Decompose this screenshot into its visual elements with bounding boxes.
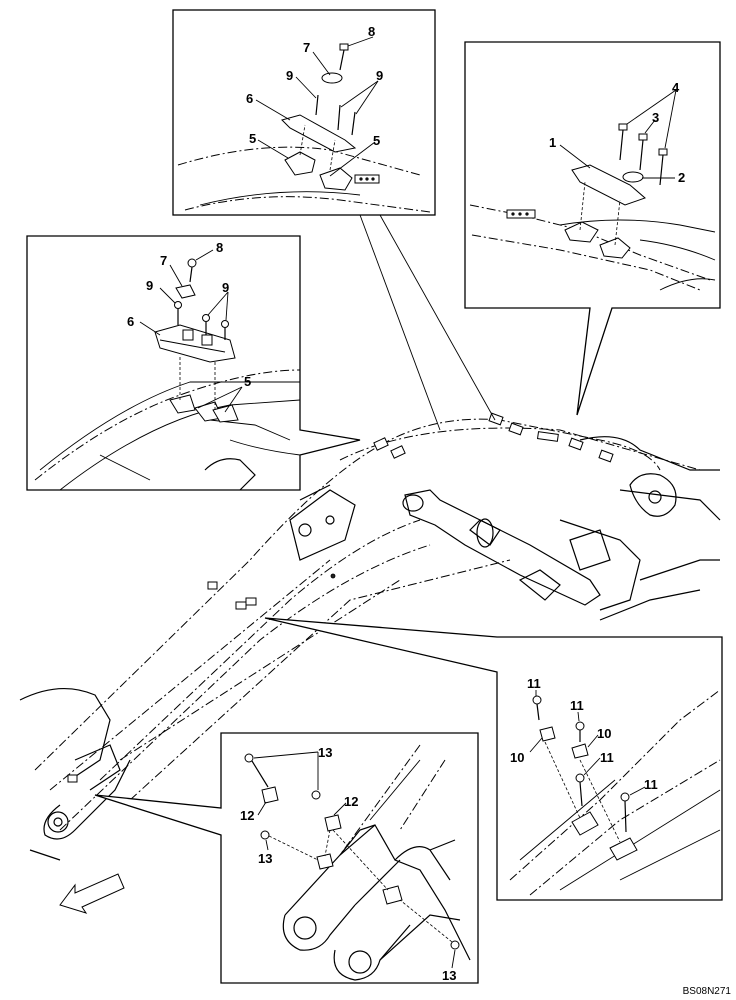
callout-9: 9 [376,68,383,83]
detail-left-middle: 8 7 9 9 6 5 [26,235,361,491]
drawing-reference: BS08N271 [683,986,732,997]
callout-8: 8 [368,24,375,39]
callout-5: 5 [244,374,251,389]
callout-2: 2 [678,170,685,185]
callout-9: 9 [286,68,293,83]
callout-11: 11 [527,676,541,691]
callout-9: 9 [146,278,153,293]
callout-3: 3 [652,110,659,125]
detail-right-lower: 11 11 10 10 11 11 [264,617,723,901]
detail-top-right: 4 3 1 2 [464,41,721,416]
callout-12: 12 [344,794,358,809]
direction-arrow [59,873,125,914]
callout-10: 10 [510,750,524,765]
boom-main-view [19,412,721,914]
callout-13: 13 [258,851,272,866]
callout-6: 6 [127,314,134,329]
callout-12: 12 [240,808,254,823]
detail-top-center: 8 7 9 9 6 5 5 [172,9,496,431]
callout-4: 4 [672,80,680,95]
callout-10: 10 [597,726,611,741]
callout-11: 11 [570,698,584,713]
callout-1: 1 [549,135,556,150]
callout-7: 7 [303,40,310,55]
callout-11: 11 [600,750,614,765]
callout-6: 6 [246,91,253,106]
callout-8: 8 [216,240,223,255]
callout-7: 7 [160,253,167,268]
callout-13: 13 [442,968,456,983]
detail-bottom-center: 13 12 12 13 13 [94,732,479,984]
callout-5: 5 [249,131,256,146]
callout-13: 13 [318,745,332,760]
callout-11: 11 [644,777,658,792]
callout-5: 5 [373,133,380,148]
callout-9: 9 [222,280,229,295]
